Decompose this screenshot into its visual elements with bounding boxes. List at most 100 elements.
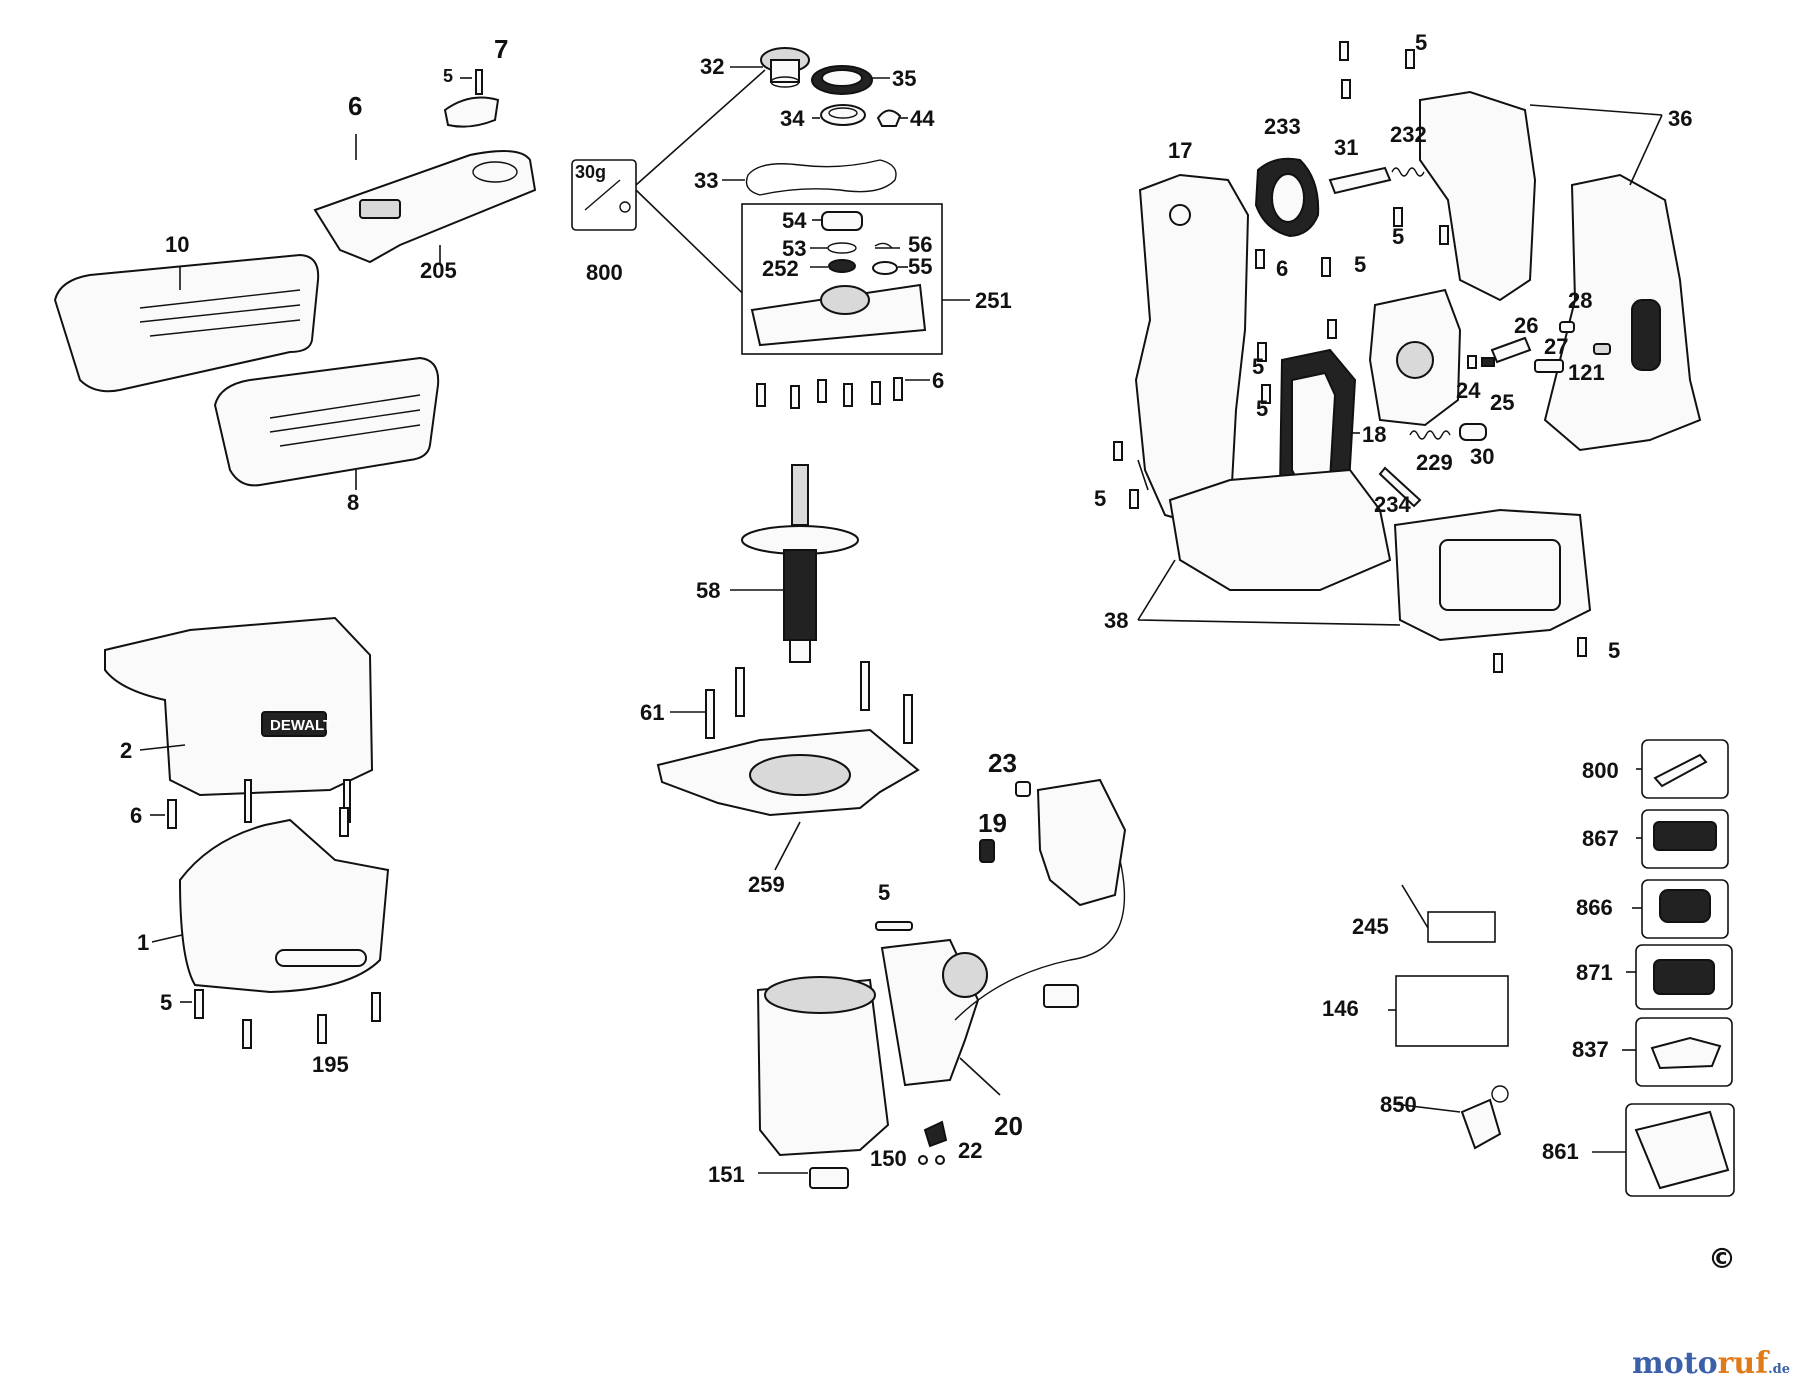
label-800: 800	[1582, 758, 1619, 783]
label-5: 5	[443, 66, 453, 86]
label-61: 61	[640, 700, 664, 725]
label-23: 23	[988, 748, 1017, 778]
label-5: 5	[1354, 252, 1366, 277]
label-5: 5	[878, 880, 890, 905]
label-5: 5	[160, 990, 172, 1015]
label-19: 19	[978, 808, 1007, 838]
top-plate-205	[313, 69, 537, 264]
label-861: 861	[1542, 1139, 1579, 1164]
cover-10	[53, 253, 320, 393]
part-number-labels: 5 7 6 205 10 8 32 35 34 44 33 800 30g 54…	[120, 30, 1692, 1187]
armature-58	[741, 464, 859, 663]
label-871: 871	[1576, 960, 1613, 985]
label-5: 5	[1608, 638, 1620, 663]
label-234: 234	[1374, 492, 1411, 517]
motor-shell-1	[178, 818, 390, 994]
label-232: 232	[1390, 122, 1427, 147]
accessory-icons	[1634, 753, 1730, 1190]
screws-6	[756, 377, 903, 409]
grease-800-box	[571, 159, 637, 231]
label-229: 229	[1416, 450, 1453, 475]
gearbox-cover-center	[1368, 288, 1462, 427]
label-6: 6	[130, 803, 142, 828]
label-5: 5	[1415, 30, 1427, 55]
label-55: 55	[908, 254, 932, 279]
label-31: 31	[1334, 135, 1358, 160]
label-8: 8	[347, 490, 359, 515]
label-5: 5	[1392, 224, 1404, 249]
gear-35	[811, 65, 873, 95]
switch-handle-20	[954, 778, 1127, 1021]
label-30g: 30g	[575, 162, 606, 182]
screws-61	[705, 661, 913, 744]
label-18: 18	[1362, 422, 1386, 447]
label-6: 6	[1276, 256, 1288, 281]
label-26: 26	[1514, 313, 1538, 338]
oring-33	[745, 159, 897, 196]
label-146: 146	[1322, 996, 1359, 1021]
label-150: 150	[870, 1146, 907, 1171]
watermark-part-3: .de	[1768, 1362, 1790, 1377]
label-866: 866	[1576, 895, 1613, 920]
gasket-233	[1254, 157, 1320, 238]
watermark-part-1: moto	[1631, 1346, 1718, 1381]
label-35: 35	[892, 66, 916, 91]
label-837: 837	[1572, 1037, 1609, 1062]
label-6: 6	[348, 91, 362, 121]
label-146-box	[1395, 975, 1509, 1047]
label-233: 233	[1264, 114, 1301, 139]
end-plate-259	[656, 728, 920, 817]
label-44: 44	[910, 106, 935, 131]
label-27: 27	[1544, 334, 1568, 359]
housing-brand-text: DEWALT	[270, 717, 332, 734]
label-205: 205	[420, 258, 457, 283]
label-5: 5	[1252, 354, 1264, 379]
label-5: 5	[1256, 396, 1268, 421]
label-17: 17	[1168, 138, 1192, 163]
label-259: 259	[748, 872, 785, 897]
label-53: 53	[782, 236, 806, 261]
screws-right	[1113, 41, 1587, 673]
bearing-34	[820, 104, 866, 126]
label-33: 33	[694, 168, 718, 193]
gear-housing-2: DEWALT	[104, 616, 374, 823]
spring-229-pin-30	[1378, 423, 1487, 508]
label-20: 20	[994, 1111, 1023, 1141]
label-850: 850	[1380, 1092, 1417, 1117]
label-252: 252	[762, 256, 799, 281]
label-10: 10	[165, 232, 189, 257]
label-25: 25	[1490, 390, 1514, 415]
label-867: 867	[1582, 826, 1619, 851]
leaders	[139, 66, 1642, 1174]
label-30: 30	[1470, 444, 1494, 469]
label-121: 121	[1568, 360, 1605, 385]
field-stator	[756, 976, 890, 1157]
small-parts-26-28	[1467, 321, 1611, 373]
clip-850	[1460, 1085, 1509, 1150]
cover-8	[213, 356, 440, 487]
label-56: 56	[908, 232, 932, 257]
label-7: 7	[494, 34, 508, 64]
label-34: 34	[780, 106, 805, 131]
label-245: 245	[1352, 914, 1389, 939]
label-22: 22	[958, 1138, 982, 1163]
label-38: 38	[1104, 608, 1128, 633]
label-58: 58	[696, 578, 720, 603]
label-251: 251	[975, 288, 1012, 313]
label-54: 54	[782, 208, 807, 233]
lower-housing-38	[1168, 468, 1592, 642]
label-5: 5	[1094, 486, 1106, 511]
spring-parts-31-232	[1328, 166, 1425, 195]
clip-44	[876, 109, 902, 127]
housing-shell-36	[1419, 90, 1702, 452]
label-24: 24	[1456, 378, 1481, 403]
right-leader-lines	[1137, 104, 1663, 626]
gearbox-251-parts	[750, 211, 927, 347]
housing-half-17	[1134, 173, 1250, 530]
brush-holder-assembly	[880, 938, 988, 1087]
label-28: 28	[1568, 288, 1592, 313]
label-32: 32	[700, 54, 724, 79]
label-245-box	[1427, 911, 1496, 943]
watermark: motoruf.de	[1632, 1346, 1790, 1381]
